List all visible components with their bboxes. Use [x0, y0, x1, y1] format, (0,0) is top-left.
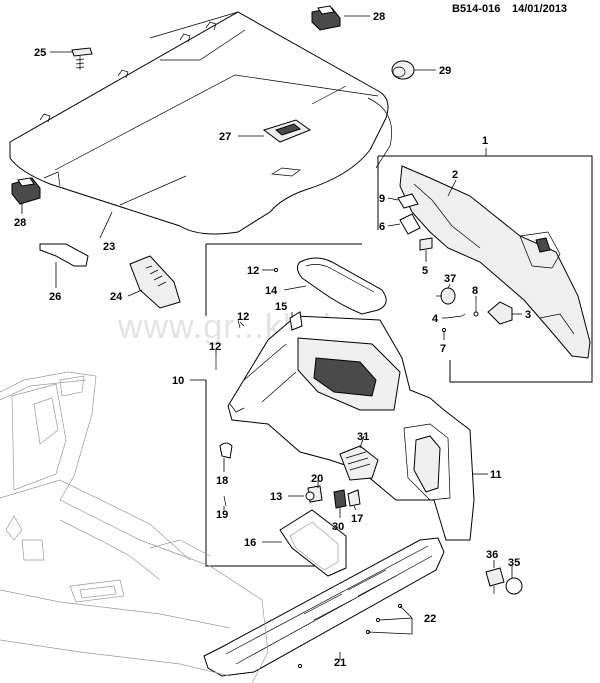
callout-37: 37 [444, 273, 456, 285]
clip-28-left [11, 177, 41, 205]
clip-6 [399, 213, 421, 235]
cap-29 [391, 60, 415, 80]
callout-24: 24 [110, 291, 123, 303]
callout-4: 4 [432, 313, 439, 325]
callout-12-a: 12 [247, 265, 259, 277]
callout-35: 35 [508, 557, 520, 569]
callout-2: 2 [452, 169, 458, 181]
callout-12-b: 12 [237, 311, 249, 323]
trunk-floor-background [0, 371, 269, 683]
callout-11: 11 [490, 469, 502, 481]
callout-labels: 28 25 29 27 1 2 9 6 5 37 8 4 3 7 28 23 2… [14, 11, 531, 669]
clip-9 [397, 193, 419, 209]
clip-15 [289, 311, 303, 331]
sill-trim-21 [203, 537, 445, 677]
hook-24 [129, 255, 181, 309]
callout-31: 31 [357, 431, 369, 443]
bracket-3 [487, 301, 513, 325]
clip-30 [333, 489, 347, 509]
callout-14: 14 [265, 285, 278, 297]
trim-panel-2 [399, 165, 591, 359]
drawing-date: 14/01/2013 [512, 3, 567, 15]
group-box-1 [377, 155, 593, 383]
clip-17 [347, 489, 361, 507]
callout-5: 5 [422, 265, 428, 277]
callout-17: 17 [351, 513, 363, 525]
callout-23: 23 [103, 241, 115, 253]
callout-6: 6 [379, 221, 385, 233]
screw-7 [441, 327, 447, 333]
screws-12 [215, 267, 279, 370]
leader-lines [21, 15, 522, 660]
callout-16: 16 [244, 537, 256, 549]
bracket-26 [39, 243, 89, 267]
callout-28-top: 28 [373, 11, 385, 23]
group-box-10 [205, 243, 362, 567]
screw-25 [71, 47, 93, 70]
callout-18: 18 [216, 475, 228, 487]
callout-25: 25 [34, 47, 46, 59]
callout-26: 26 [49, 291, 61, 303]
callout-1: 1 [482, 135, 488, 147]
callout-19: 19 [216, 509, 228, 521]
drawing-id: B514-016 [452, 3, 500, 15]
clip-18 [219, 442, 233, 459]
callout-29: 29 [439, 65, 451, 77]
callout-8: 8 [472, 285, 478, 297]
callout-27: 27 [219, 131, 231, 143]
cover-14 [296, 257, 387, 315]
clip-37 [436, 287, 456, 305]
cover-16 [279, 509, 347, 577]
callout-10: 10 [172, 375, 184, 387]
cap-35 [505, 577, 523, 595]
clip-13 [305, 491, 315, 501]
clip-28-top [311, 5, 341, 31]
callout-21: 21 [334, 657, 346, 669]
callout-36: 36 [486, 549, 498, 561]
callout-9: 9 [379, 193, 385, 205]
callout-13: 13 [270, 491, 282, 503]
screw-19 [223, 495, 227, 507]
screw-8 [473, 300, 479, 317]
side-trim-10 [227, 315, 475, 541]
callout-20: 20 [311, 473, 323, 485]
screw-4 [445, 313, 466, 319]
handle-27 [262, 119, 312, 143]
callout-3: 3 [525, 309, 531, 321]
luggage-cover-23 [9, 11, 392, 235]
callout-15: 15 [275, 301, 287, 313]
vent-31 [339, 445, 379, 481]
callout-7: 7 [440, 343, 446, 355]
bolt-36 [485, 567, 505, 594]
clip-5 [419, 237, 433, 251]
callout-22: 22 [424, 613, 436, 625]
callout-28-left: 28 [14, 217, 26, 229]
callout-30: 30 [332, 521, 344, 533]
callout-12-c: 12 [209, 341, 221, 353]
